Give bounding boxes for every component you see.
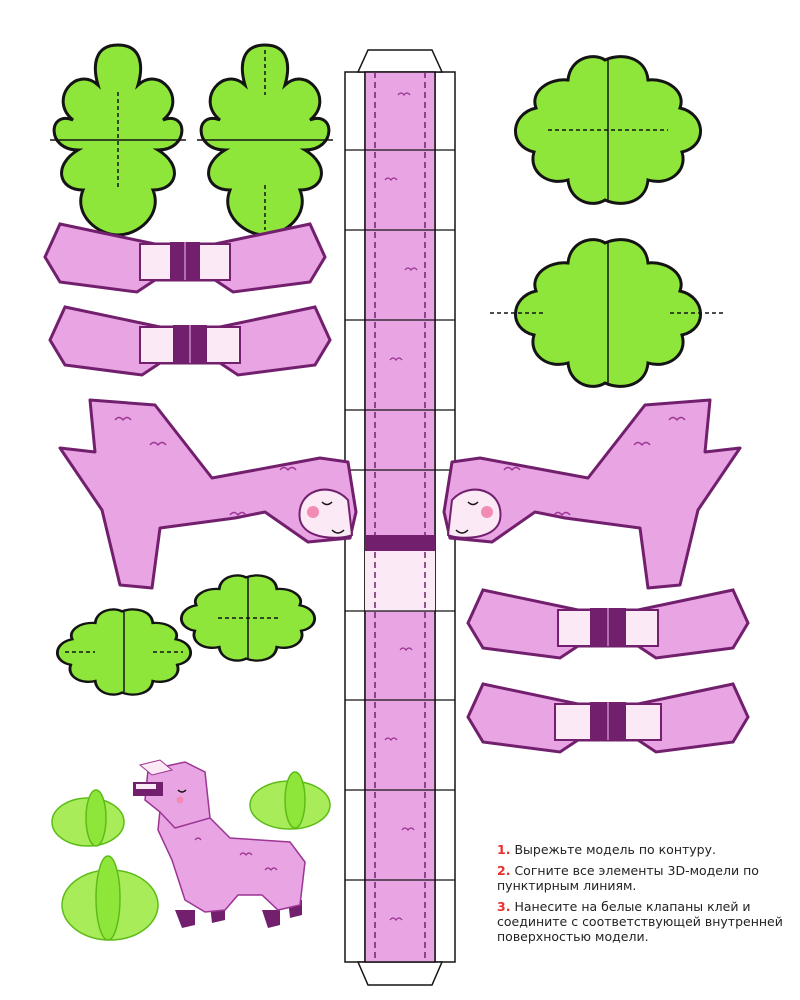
step-text: Нанесите на белые клапаны клей и соедини… [497, 899, 783, 944]
step-number: 2. [497, 863, 511, 878]
bowtie-piece-3 [466, 588, 750, 660]
llama-side-piece-left [58, 398, 358, 590]
bush-piece-top-right [513, 55, 703, 205]
bush-piece-small-left [55, 607, 193, 697]
assembled-llama-figure [133, 759, 306, 928]
instructions-block: 1.Вырежьте модель по контуру. 2.Согните … [497, 842, 792, 950]
instruction-step-3: 3.Нанесите на белые клапаны клей и соеди… [497, 899, 792, 944]
bowtie-piece-2 [48, 305, 332, 377]
bush-piece-top-center [197, 43, 333, 237]
bush-piece-middle-right [490, 238, 725, 388]
body-strip-piece [344, 49, 456, 986]
bowtie-piece-1 [43, 222, 327, 294]
assembled-bush-1 [51, 789, 125, 847]
step-text: Вырежьте модель по контуру. [514, 842, 716, 857]
instruction-step-2: 2.Согните все элементы 3D-модели по пунк… [497, 863, 792, 893]
bush-piece-top-left [50, 43, 186, 237]
bowtie-piece-4 [466, 682, 750, 754]
step-number: 3. [497, 899, 511, 914]
step-number: 1. [497, 842, 511, 857]
assembled-bush-2 [249, 771, 331, 830]
bush-piece-small-center [179, 573, 317, 663]
instruction-step-1: 1.Вырежьте модель по контуру. [497, 842, 792, 857]
assembled-bush-3 [61, 855, 159, 941]
step-text: Согните все элементы 3D-модели по пункти… [497, 863, 759, 893]
llama-side-piece-right [442, 398, 742, 590]
